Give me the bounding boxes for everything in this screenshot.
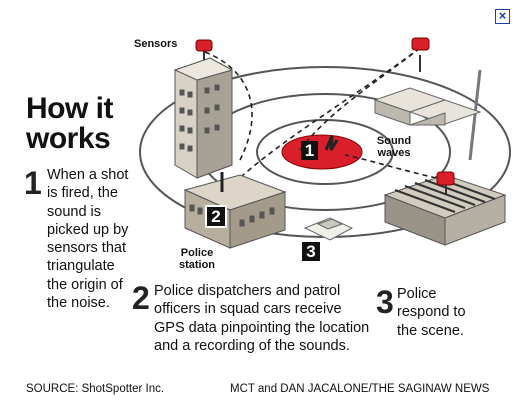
signal-line-left — [204, 51, 253, 161]
close-button[interactable]: × — [495, 9, 510, 24]
signal-line-right — [344, 154, 446, 181]
sensor-factory — [436, 171, 455, 195]
factory — [383, 174, 507, 246]
step-2-number: 2 — [132, 280, 150, 316]
step-3-number: 3 — [376, 284, 394, 320]
marker-3: 3 — [300, 240, 322, 263]
step-1-text: When a shot is fired, the sound is picke… — [47, 167, 129, 312]
sensor-pole — [411, 37, 482, 161]
tall-building — [173, 57, 234, 179]
shooter-figure — [324, 135, 339, 151]
sound-ring-inner — [256, 119, 394, 185]
close-icon: × — [498, 8, 507, 23]
squad-car — [303, 217, 354, 241]
marker-1: 1 — [301, 141, 318, 160]
label-police-station: Police station — [178, 247, 216, 271]
step-2-text: Police dispatchers and patrol officers i… — [154, 283, 370, 354]
step-3-text: Police respond to the scene. — [397, 286, 466, 339]
marker-2: 2 — [205, 205, 227, 228]
label-sensors: Sensors — [134, 38, 178, 50]
step-1-number: 1 — [24, 165, 42, 201]
houses — [373, 87, 482, 126]
label-sound-waves: Sound waves — [376, 135, 412, 159]
signal-line-top-right — [299, 47, 421, 151]
signal-line-station — [231, 47, 421, 186]
page-title: How it works — [26, 92, 114, 155]
source-note: SOURCE: ShotSpotter Inc. — [26, 383, 165, 395]
sensor-left — [195, 39, 213, 60]
shot-zone — [281, 134, 363, 170]
credit-line: MCT and DAN JACALONE/THE SAGINAW NEWS — [230, 383, 490, 395]
police-station-building — [183, 172, 287, 249]
